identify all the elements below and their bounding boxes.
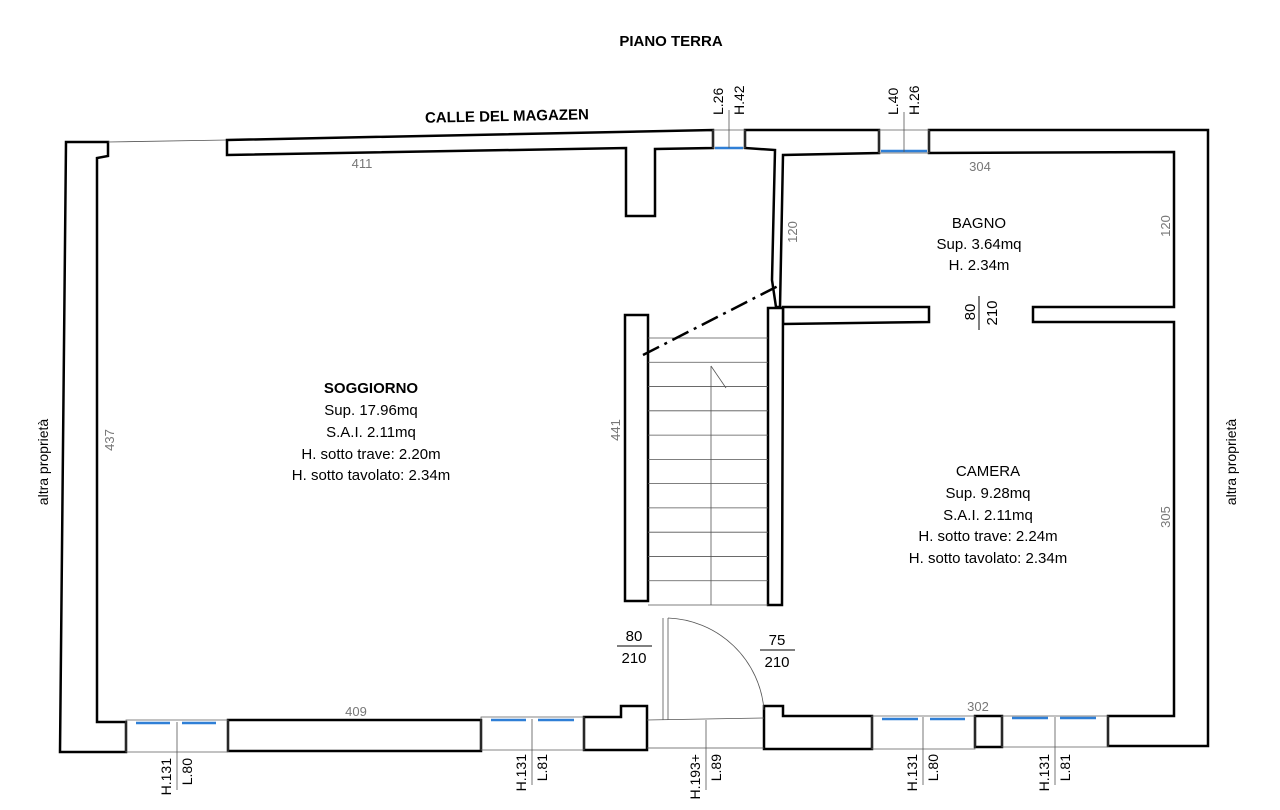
dim-left: 437 <box>102 429 117 451</box>
room-area: Sup. 3.64mq <box>936 236 1021 253</box>
svg-text:L.89: L.89 <box>708 754 724 781</box>
door-soggiorno-dim: 80 210 <box>617 628 652 667</box>
window-bottom-4-label: L.80 H.131 <box>904 754 941 792</box>
dim-bottom-left: 409 <box>345 704 367 719</box>
wall-bottom-1 <box>226 718 483 753</box>
svg-text:H.193+: H.193+ <box>687 754 703 800</box>
window-top-2-label: L.40 H.26 <box>885 85 922 115</box>
svg-text:L.80: L.80 <box>179 758 195 785</box>
window-bottom-2 <box>480 716 585 785</box>
svg-text:80: 80 <box>962 304 979 321</box>
dim-stair: 441 <box>608 419 623 441</box>
wall-stair-left <box>623 313 650 603</box>
svg-text:75: 75 <box>769 632 786 649</box>
svg-text:H.131: H.131 <box>904 754 920 792</box>
window-top-1 <box>712 110 746 150</box>
svg-text:L.80: L.80 <box>925 754 941 781</box>
window-bottom-1 <box>125 719 229 790</box>
door-entrance-dim: 75 210 <box>760 632 795 671</box>
svg-text:210: 210 <box>984 300 1001 325</box>
entrance-door <box>646 617 765 790</box>
svg-text:H.42: H.42 <box>731 85 747 115</box>
room-camera: CAMERA Sup. 9.28mq S.A.I. 2.11mq H. sott… <box>909 463 1067 567</box>
window-top-1-label: L.26 H.42 <box>710 85 747 115</box>
stair-arrow <box>710 365 727 389</box>
room-area: Sup. 9.28mq <box>945 485 1030 502</box>
svg-text:H.131: H.131 <box>1036 754 1052 792</box>
wall-top-middle <box>743 128 881 309</box>
room-name: CAMERA <box>956 463 1020 480</box>
room-name: SOGGIORNO <box>324 380 419 397</box>
window-bottom-1-label: L.80 H.131 <box>158 758 195 796</box>
wall-camera-left <box>766 306 785 607</box>
wall-bottom-4 <box>973 714 1004 749</box>
door-bagno-dim: 80 210 <box>962 296 1001 330</box>
dim-top-right: 304 <box>969 159 991 174</box>
neighbor-right-label: altra proprietà <box>1223 419 1239 506</box>
window-bottom-2-label: L.81 H.131 <box>513 754 550 792</box>
svg-text:80: 80 <box>626 628 643 645</box>
wall-top-connector <box>107 139 228 143</box>
room-sai: S.A.I. 2.11mq <box>943 507 1033 524</box>
wall-bagno-bottom <box>781 305 931 326</box>
wall-top-left <box>225 128 715 218</box>
svg-text:H.26: H.26 <box>906 85 922 115</box>
window-top-2 <box>878 112 930 154</box>
wall-bottom-2 <box>582 704 649 752</box>
dim-bagno-left: 120 <box>785 221 800 243</box>
svg-text:L.81: L.81 <box>1057 754 1073 781</box>
room-height-beam: H. sotto trave: 2.24m <box>918 528 1057 545</box>
svg-text:L.81: L.81 <box>534 754 550 781</box>
room-height: H. 2.34m <box>949 257 1010 274</box>
dim-bagno-right: 120 <box>1158 215 1173 237</box>
room-height-beam: H. sotto trave: 2.20m <box>301 446 440 463</box>
svg-text:H.131: H.131 <box>158 758 174 796</box>
room-sai: S.A.I. 2.11mq <box>326 424 416 441</box>
staircase <box>648 337 768 606</box>
stair-cut-line <box>642 283 781 357</box>
neighbor-left-label: altra proprietà <box>35 419 51 506</box>
svg-text:210: 210 <box>621 650 646 667</box>
dim-top-left: 411 <box>352 156 373 171</box>
street-label: CALLE DEL MAGAZEN <box>425 106 589 126</box>
room-area: Sup. 17.96mq <box>324 402 417 419</box>
room-name: BAGNO <box>952 215 1006 232</box>
wall-top-right <box>927 128 1210 748</box>
window-bottom-3 <box>871 715 976 785</box>
svg-text:L.40: L.40 <box>885 88 901 115</box>
plan-title: PIANO TERRA <box>619 33 723 50</box>
room-height-ceiling: H. sotto tavolato: 2.34m <box>909 550 1067 567</box>
svg-text:H.131: H.131 <box>513 754 529 792</box>
wall-bottom-3 <box>762 704 874 751</box>
svg-text:L.26: L.26 <box>710 88 726 115</box>
room-bagno: BAGNO Sup. 3.64mq H. 2.34m <box>936 215 1021 274</box>
wall-left <box>58 140 128 754</box>
dim-camera-right: 305 <box>1158 506 1173 528</box>
window-bottom-5-label: L.81 H.131 <box>1036 754 1073 792</box>
dim-bottom-right: 302 <box>967 699 989 714</box>
window-bottom-3-label: L.89 H.193+ <box>687 754 724 800</box>
room-height-ceiling: H. sotto tavolato: 2.34m <box>292 467 450 484</box>
svg-text:210: 210 <box>764 654 789 671</box>
window-bottom-4 <box>1001 715 1109 785</box>
room-soggiorno: SOGGIORNO Sup. 17.96mq S.A.I. 2.11mq H. … <box>292 380 450 484</box>
